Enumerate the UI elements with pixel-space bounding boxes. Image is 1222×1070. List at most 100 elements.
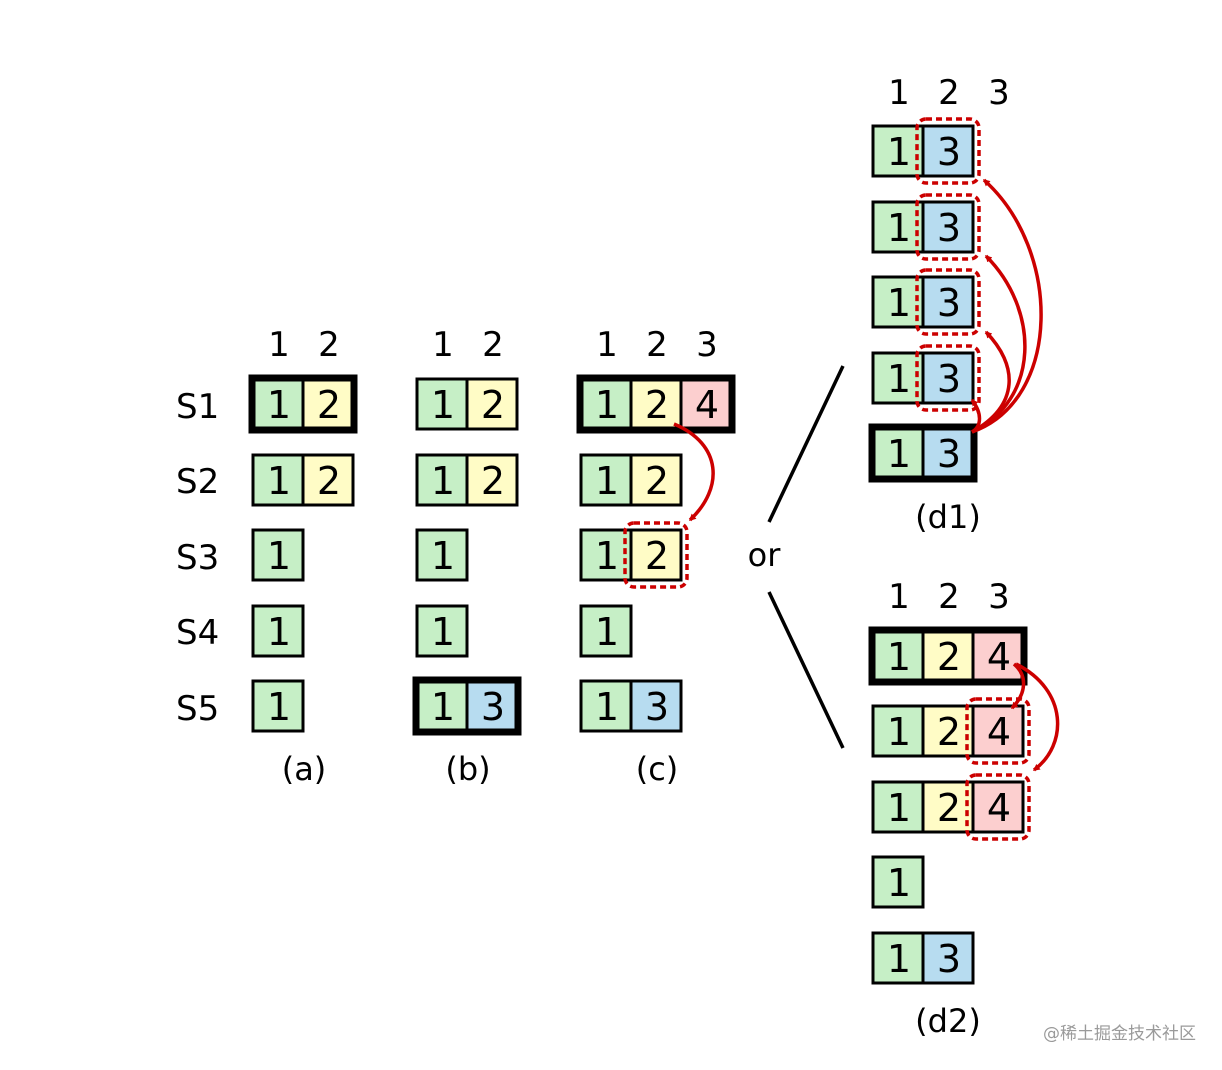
log-entry-cell (871, 855, 925, 909)
log-entry-cell (415, 453, 469, 507)
replicated-entry-highlight (915, 344, 981, 412)
arrow-c-s1-to-s3 (673, 422, 715, 522)
server-labels: S1 S2 S3 S4 S5 (176, 387, 219, 729)
index-header-d2-1: 1 (888, 577, 910, 617)
arrow-d2-to-s2 (1010, 662, 1026, 710)
log-entry-term: 3 (937, 130, 961, 174)
log-entry-term: 1 (595, 534, 619, 578)
log-entry-cell (971, 780, 1025, 834)
arrow-d1-to-s2 (971, 254, 1027, 434)
log-entry-term: 1 (887, 206, 911, 250)
log-entry-term: 1 (431, 383, 455, 427)
index-header-c-1: 1 (596, 325, 618, 365)
log-entry-term: 1 (431, 459, 455, 503)
log-entry-cell (465, 453, 519, 507)
log-entry-term: 1 (431, 685, 455, 729)
log-entry-term: 1 (267, 534, 291, 578)
log-entry-term: 4 (987, 710, 1011, 754)
log-entry-term: 1 (887, 130, 911, 174)
replicated-entry-highlight (623, 521, 689, 589)
index-header-c-3: 3 (696, 325, 718, 365)
leader-outline (868, 423, 978, 483)
log-entry-cell (465, 377, 519, 431)
replicated-entry-highlight (915, 193, 981, 261)
log-entry-cell (921, 629, 975, 683)
server-label-s5: S5 (176, 689, 219, 729)
log-entry-term: 1 (887, 861, 911, 905)
replication-arrows (673, 178, 1060, 772)
branch-line-lower (767, 591, 845, 749)
log-entry-term: 1 (267, 685, 291, 729)
log-entry-term: 1 (431, 534, 455, 578)
log-entry-term: 1 (267, 383, 291, 427)
log-entry-cell (629, 528, 683, 582)
server-label-s2: S2 (176, 462, 219, 502)
log-entry-term: 3 (937, 357, 961, 401)
log-entry-term: 1 (431, 610, 455, 654)
log-entry-term: 4 (987, 635, 1011, 679)
log-entry-cell (415, 377, 469, 431)
log-entry-cell (629, 679, 683, 733)
log-row-a-s5: 1 (251, 679, 305, 733)
log-entry-term: 2 (645, 459, 669, 503)
log-entry-term: 2 (937, 710, 961, 754)
log-entry-term: 1 (887, 432, 911, 476)
leader-outline (868, 626, 1028, 686)
log-entry-cell (921, 124, 975, 178)
log-entry-cell (629, 453, 683, 507)
log-row-a-s4: 1 (251, 604, 305, 658)
index-header-d1-2: 2 (938, 73, 960, 113)
log-row-b-s4: 1 (415, 604, 469, 658)
log-entry-term: 1 (267, 459, 291, 503)
log-entry-term: 2 (937, 635, 961, 679)
log-entry-cell (629, 377, 683, 431)
log-entry-term: 3 (937, 937, 961, 981)
log-entry-cell (871, 275, 925, 329)
log-entry-term: 2 (481, 383, 505, 427)
log-row-c-s4: 1 (579, 604, 633, 658)
log-entry-term: 1 (887, 710, 911, 754)
index-header-a-1: 1 (268, 325, 290, 365)
caption-b: (b) (445, 750, 490, 788)
log-entry-cell (871, 780, 925, 834)
log-entry-term: 1 (887, 357, 911, 401)
log-entry-cell (415, 604, 469, 658)
watermark: @稀土掘金技术社区 (1043, 1024, 1196, 1044)
index-header-d1-1: 1 (888, 73, 910, 113)
log-row-d2-s4: 1 (871, 855, 925, 909)
log-entry-term: 1 (595, 383, 619, 427)
log-entry-term: 4 (695, 383, 719, 427)
index-header-d2-2: 2 (938, 577, 960, 617)
index-header-b-1: 1 (432, 325, 454, 365)
server-label-s4: S4 (176, 613, 219, 653)
log-entry-term: 2 (645, 534, 669, 578)
log-entry-term: 3 (937, 281, 961, 325)
log-entry-term: 2 (481, 459, 505, 503)
caption-d2: (d2) (915, 1002, 981, 1040)
log-entry-cell (415, 528, 469, 582)
server-label-s1: S1 (176, 387, 219, 427)
replicated-entry-highlight (915, 117, 981, 185)
replicated-entry-highlight (965, 773, 1031, 841)
log-row-a-s3: 1 (251, 528, 305, 582)
log-entry-term: 1 (595, 610, 619, 654)
index-header-d2-3: 3 (988, 577, 1010, 617)
log-entry-cell (679, 377, 733, 431)
log-entry-cell (579, 453, 633, 507)
log-entry-cell (251, 528, 305, 582)
